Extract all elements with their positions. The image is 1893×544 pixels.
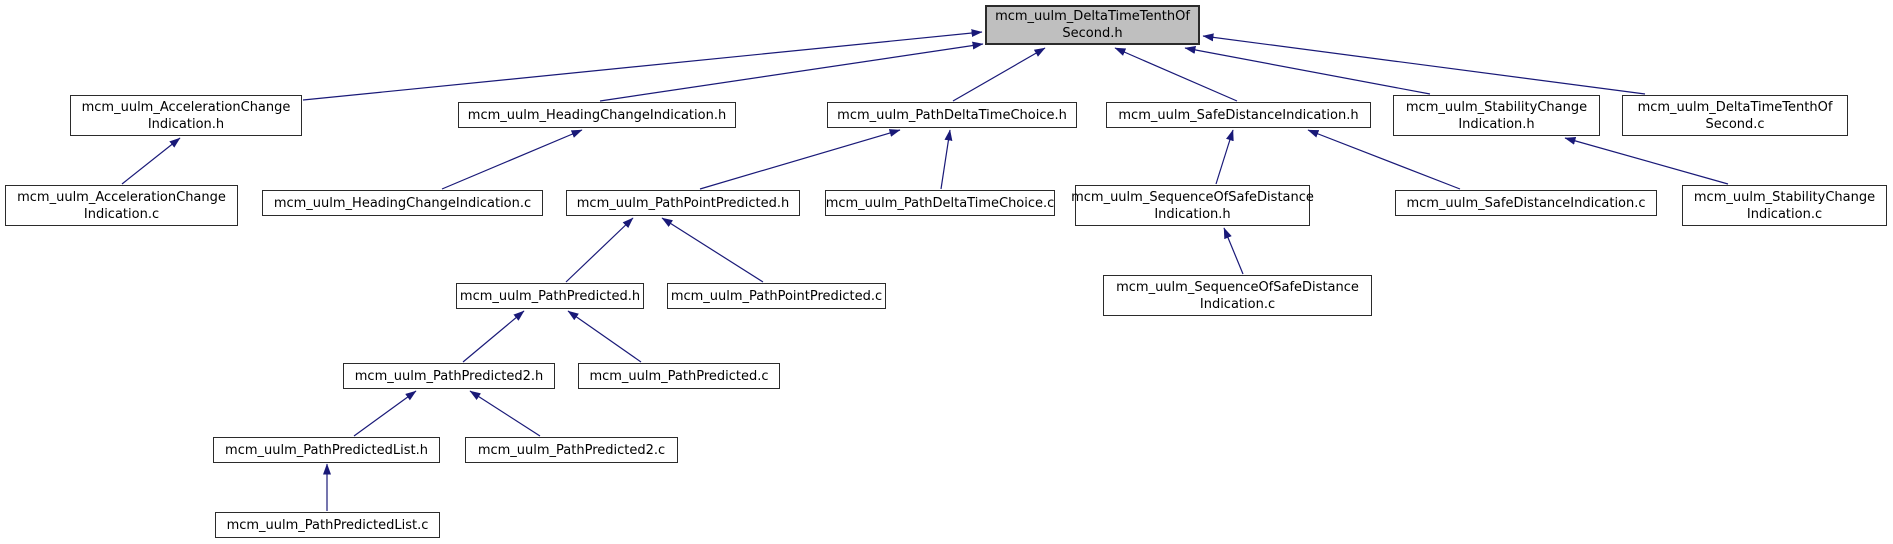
edge-stability_c-stability_h bbox=[1564, 137, 1729, 185]
node-label-line: mcm_uulm_PathPointPredicted.h bbox=[576, 195, 790, 211]
node-label-line: Indication.c bbox=[1746, 206, 1823, 222]
graph-node-mcm_uulm_SequenceOfSafeDistanceIndication-h[interactable]: mcm_uulm_SequenceOfSafeDistance Indicati… bbox=[1071, 185, 1314, 226]
node-label-line: mcm_uulm_PathPredictedList.c bbox=[226, 517, 429, 533]
node-label-line: mcm_uulm_StabilityChange bbox=[1693, 189, 1876, 205]
node-label-line: mcm_uulm_HeadingChangeIndication.h bbox=[467, 107, 727, 123]
edge-stability_h-deltatime_h bbox=[1184, 46, 1431, 95]
graph-node-mcm_uulm_DeltaTimeTenthOfSecond-c[interactable]: mcm_uulm_DeltaTimeTenthOf Second.c bbox=[1622, 95, 1848, 136]
edge-pathpoint_c-pathpoint_h bbox=[661, 217, 764, 283]
node-label-line: Indication.c bbox=[83, 206, 160, 222]
edge-deltatime_c-deltatime_h bbox=[1202, 33, 1646, 95]
graph-node-mcm_uulm_DeltaTimeTenthOfSecond-h[interactable]: mcm_uulm_DeltaTimeTenthOf Second.h bbox=[985, 5, 1200, 45]
node-label-line: Second.c bbox=[1705, 116, 1765, 132]
graph-node-mcm_uulm_PathDeltaTimeChoice-c[interactable]: mcm_uulm_PathDeltaTimeChoice.c bbox=[825, 190, 1055, 216]
node-label-line: Indication.h bbox=[1154, 206, 1231, 222]
node-label-line: mcm_uulm_AccelerationChange bbox=[17, 189, 226, 205]
edge-safedist_h-deltatime_h bbox=[1114, 47, 1238, 102]
node-label-line: mcm_uulm_SequenceOfSafeDistance bbox=[1116, 279, 1359, 295]
graph-node-mcm_uulm_AccelerationChangeIndication-c[interactable]: mcm_uulm_AccelerationChange Indication.c bbox=[5, 185, 238, 226]
edge-pathpred2_h-pathpred_h bbox=[462, 310, 525, 363]
edge-safedist_c-safedist_h bbox=[1307, 129, 1461, 190]
node-label-line: mcm_uulm_DeltaTimeTenthOf bbox=[995, 9, 1190, 24]
node-label-line: mcm_uulm_DeltaTimeTenthOf bbox=[1637, 99, 1833, 115]
node-label-line: mcm_uulm_HeadingChangeIndication.c bbox=[273, 195, 532, 211]
graph-node-mcm_uulm_HeadingChangeIndication-c[interactable]: mcm_uulm_HeadingChangeIndication.c bbox=[262, 190, 543, 216]
node-label-line: mcm_uulm_PathPredicted.c bbox=[589, 368, 769, 384]
node-label-line: Indication.h bbox=[147, 116, 225, 132]
edge-pathpoint_h-pathdeltachoice_h bbox=[699, 129, 901, 190]
node-label-line: mcm_uulm_PathPredicted.h bbox=[459, 288, 641, 304]
graph-node-mcm_uulm_PathPointPredicted-c[interactable]: mcm_uulm_PathPointPredicted.c bbox=[667, 283, 886, 309]
graph-node-mcm_uulm_PathPredictedList-h[interactable]: mcm_uulm_PathPredictedList.h bbox=[213, 437, 440, 463]
edge-seqsafedist_h-safedist_h bbox=[1215, 129, 1234, 185]
node-label-line: mcm_uulm_PathPredicted2.c bbox=[477, 442, 666, 458]
graph-node-mcm_uulm_HeadingChangeIndication-h[interactable]: mcm_uulm_HeadingChangeIndication.h bbox=[458, 102, 736, 128]
graph-node-mcm_uulm_PathPredicted-c[interactable]: mcm_uulm_PathPredicted.c bbox=[578, 363, 780, 389]
edge-pathpred_c-pathpred_h bbox=[567, 310, 642, 363]
node-label-line: mcm_uulm_SafeDistanceIndication.c bbox=[1406, 195, 1646, 211]
node-label-line: mcm_uulm_SafeDistanceIndication.h bbox=[1118, 107, 1359, 123]
node-label-line: Indication.c bbox=[1199, 296, 1276, 312]
graph-node-mcm_uulm_AccelerationChangeIndication-h[interactable]: mcm_uulm_AccelerationChange Indication.h bbox=[70, 95, 302, 136]
graph-node-mcm_uulm_PathPredicted2-c[interactable]: mcm_uulm_PathPredicted2.c bbox=[465, 437, 678, 463]
graph-node-mcm_uulm_PathPredictedList-c[interactable]: mcm_uulm_PathPredictedList.c bbox=[215, 512, 440, 538]
edge-accel_h-deltatime_h bbox=[302, 29, 983, 101]
graph-node-mcm_uulm_SequenceOfSafeDistanceIndication-c[interactable]: mcm_uulm_SequenceOfSafeDistance Indicati… bbox=[1103, 275, 1372, 316]
node-label-line: Second.h bbox=[1062, 26, 1123, 41]
edge-pathdeltachoice_c-pathdeltachoice_h bbox=[940, 129, 953, 190]
graph-node-mcm_uulm_StabilityChangeIndication-h[interactable]: mcm_uulm_StabilityChange Indication.h bbox=[1393, 95, 1600, 136]
node-label-line: mcm_uulm_SequenceOfSafeDistance bbox=[1071, 189, 1314, 205]
edge-heading_c-heading_h bbox=[441, 129, 583, 190]
edge-accel_c-accel_h bbox=[121, 137, 181, 185]
node-label-line: mcm_uulm_PathPointPredicted.c bbox=[670, 288, 883, 304]
graph-node-mcm_uulm_SafeDistanceIndication-c[interactable]: mcm_uulm_SafeDistanceIndication.c bbox=[1395, 190, 1657, 216]
node-label-line: mcm_uulm_StabilityChange bbox=[1405, 99, 1588, 115]
node-label-line: mcm_uulm_PathDeltaTimeChoice.c bbox=[825, 195, 1055, 211]
graph-node-mcm_uulm_PathPredicted2-h[interactable]: mcm_uulm_PathPredicted2.h bbox=[343, 363, 555, 389]
graph-node-mcm_uulm_PathDeltaTimeChoice-h[interactable]: mcm_uulm_PathDeltaTimeChoice.h bbox=[827, 102, 1077, 128]
graph-node-mcm_uulm_StabilityChangeIndication-c[interactable]: mcm_uulm_StabilityChange Indication.c bbox=[1682, 185, 1887, 226]
node-label-line: Indication.h bbox=[1458, 116, 1535, 132]
graph-node-mcm_uulm_SafeDistanceIndication-h[interactable]: mcm_uulm_SafeDistanceIndication.h bbox=[1106, 102, 1371, 128]
edge-pathdeltachoice_h-deltatime_h bbox=[952, 47, 1046, 102]
edge-heading_h-deltatime_h bbox=[599, 41, 984, 102]
node-label-line: mcm_uulm_AccelerationChange bbox=[81, 99, 291, 115]
edge-seqsafedist_c-seqsafedist_h bbox=[1223, 227, 1244, 275]
edge-pathpred2_c-pathpred2_h bbox=[469, 390, 541, 437]
graph-node-mcm_uulm_PathPredicted-h[interactable]: mcm_uulm_PathPredicted.h bbox=[456, 283, 644, 309]
node-label-line: mcm_uulm_PathPredicted2.h bbox=[354, 368, 544, 384]
node-label-line: mcm_uulm_PathPredictedList.h bbox=[225, 442, 428, 458]
node-label-line: mcm_uulm_PathDeltaTimeChoice.h bbox=[837, 107, 1067, 123]
edge-pathpred_h-pathpoint_h bbox=[565, 217, 634, 283]
edge-pathlist_h-pathpred2_h bbox=[353, 390, 417, 437]
graph-node-mcm_uulm_PathPointPredicted-h[interactable]: mcm_uulm_PathPointPredicted.h bbox=[566, 190, 800, 216]
